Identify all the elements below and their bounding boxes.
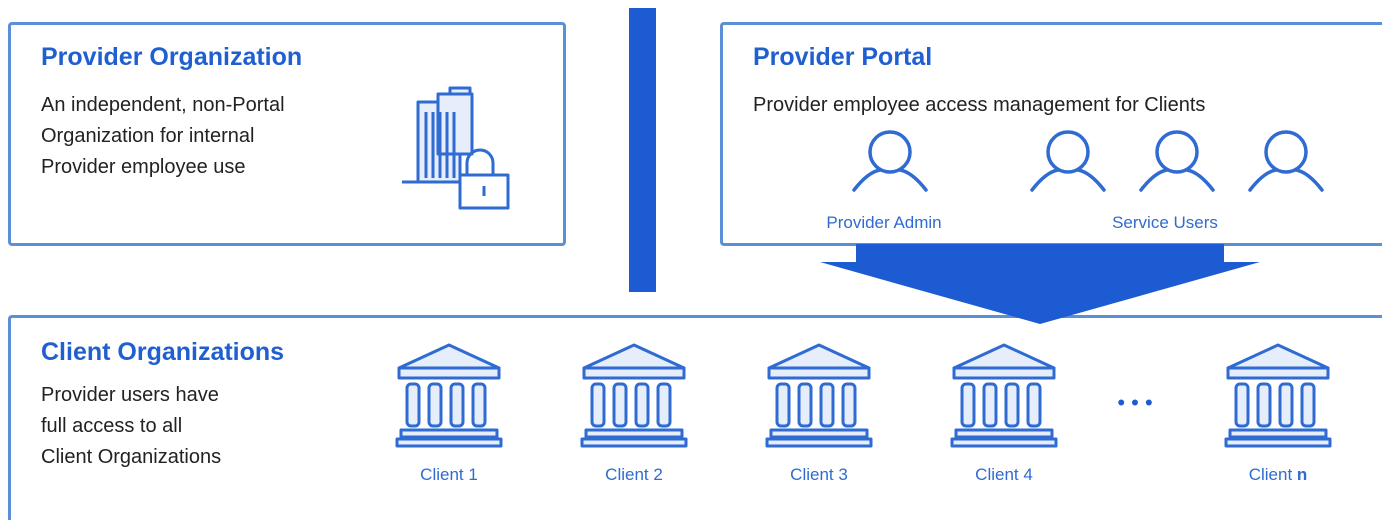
client-label-prefix: Client [1248, 465, 1297, 484]
provider-portal-box [720, 22, 1382, 246]
bank-building-icon [580, 343, 688, 448]
client-organizations-description-line: Provider users have [41, 384, 219, 406]
service-user-icon [1030, 130, 1106, 192]
client-label: Client 4 [975, 465, 1033, 484]
client-organizations-description-line: full access to all [41, 415, 183, 437]
bank-building-icon [1224, 343, 1332, 448]
client-label-n: Client n [1228, 465, 1328, 485]
ellipsis: • • • [1117, 390, 1153, 415]
client-label-suffix: n [1296, 465, 1308, 484]
vertical-divider [629, 8, 656, 292]
provider-organization-description-line: An independent, non-Portal [41, 94, 285, 116]
bank-building-icon [765, 343, 873, 448]
bank-building-icon [395, 343, 503, 448]
building-lock-icon [402, 86, 510, 210]
provider-admin-label: Provider Admin [826, 213, 942, 232]
client-label: Client 3 [790, 465, 848, 484]
client-label: Client 2 [605, 465, 663, 484]
provider-admin-user-icon [852, 130, 928, 192]
service-user-icon [1248, 130, 1324, 192]
provider-portal-title: Provider Portal [753, 43, 933, 71]
provider-organization-title: Provider Organization [41, 43, 303, 71]
client-organizations-description: Provider users have full access to all C… [41, 380, 221, 473]
access-arrow [820, 244, 1260, 324]
provider-portal-description: Provider employee access management for … [753, 94, 1206, 116]
service-users-label: Service Users [1112, 213, 1218, 232]
client-organizations-box [8, 315, 1382, 520]
provider-organization-description: An independent, non-Portal Organization … [41, 90, 285, 183]
provider-organization-description-line: Provider employee use [41, 156, 246, 178]
provider-organization-description-line: Organization for internal [41, 125, 255, 147]
service-user-icon [1139, 130, 1215, 192]
client-organizations-description-line: Client Organizations [41, 446, 222, 468]
bank-building-icon [950, 343, 1058, 448]
client-label: Client 1 [420, 465, 478, 484]
client-organizations-title: Client Organizations [41, 338, 285, 366]
